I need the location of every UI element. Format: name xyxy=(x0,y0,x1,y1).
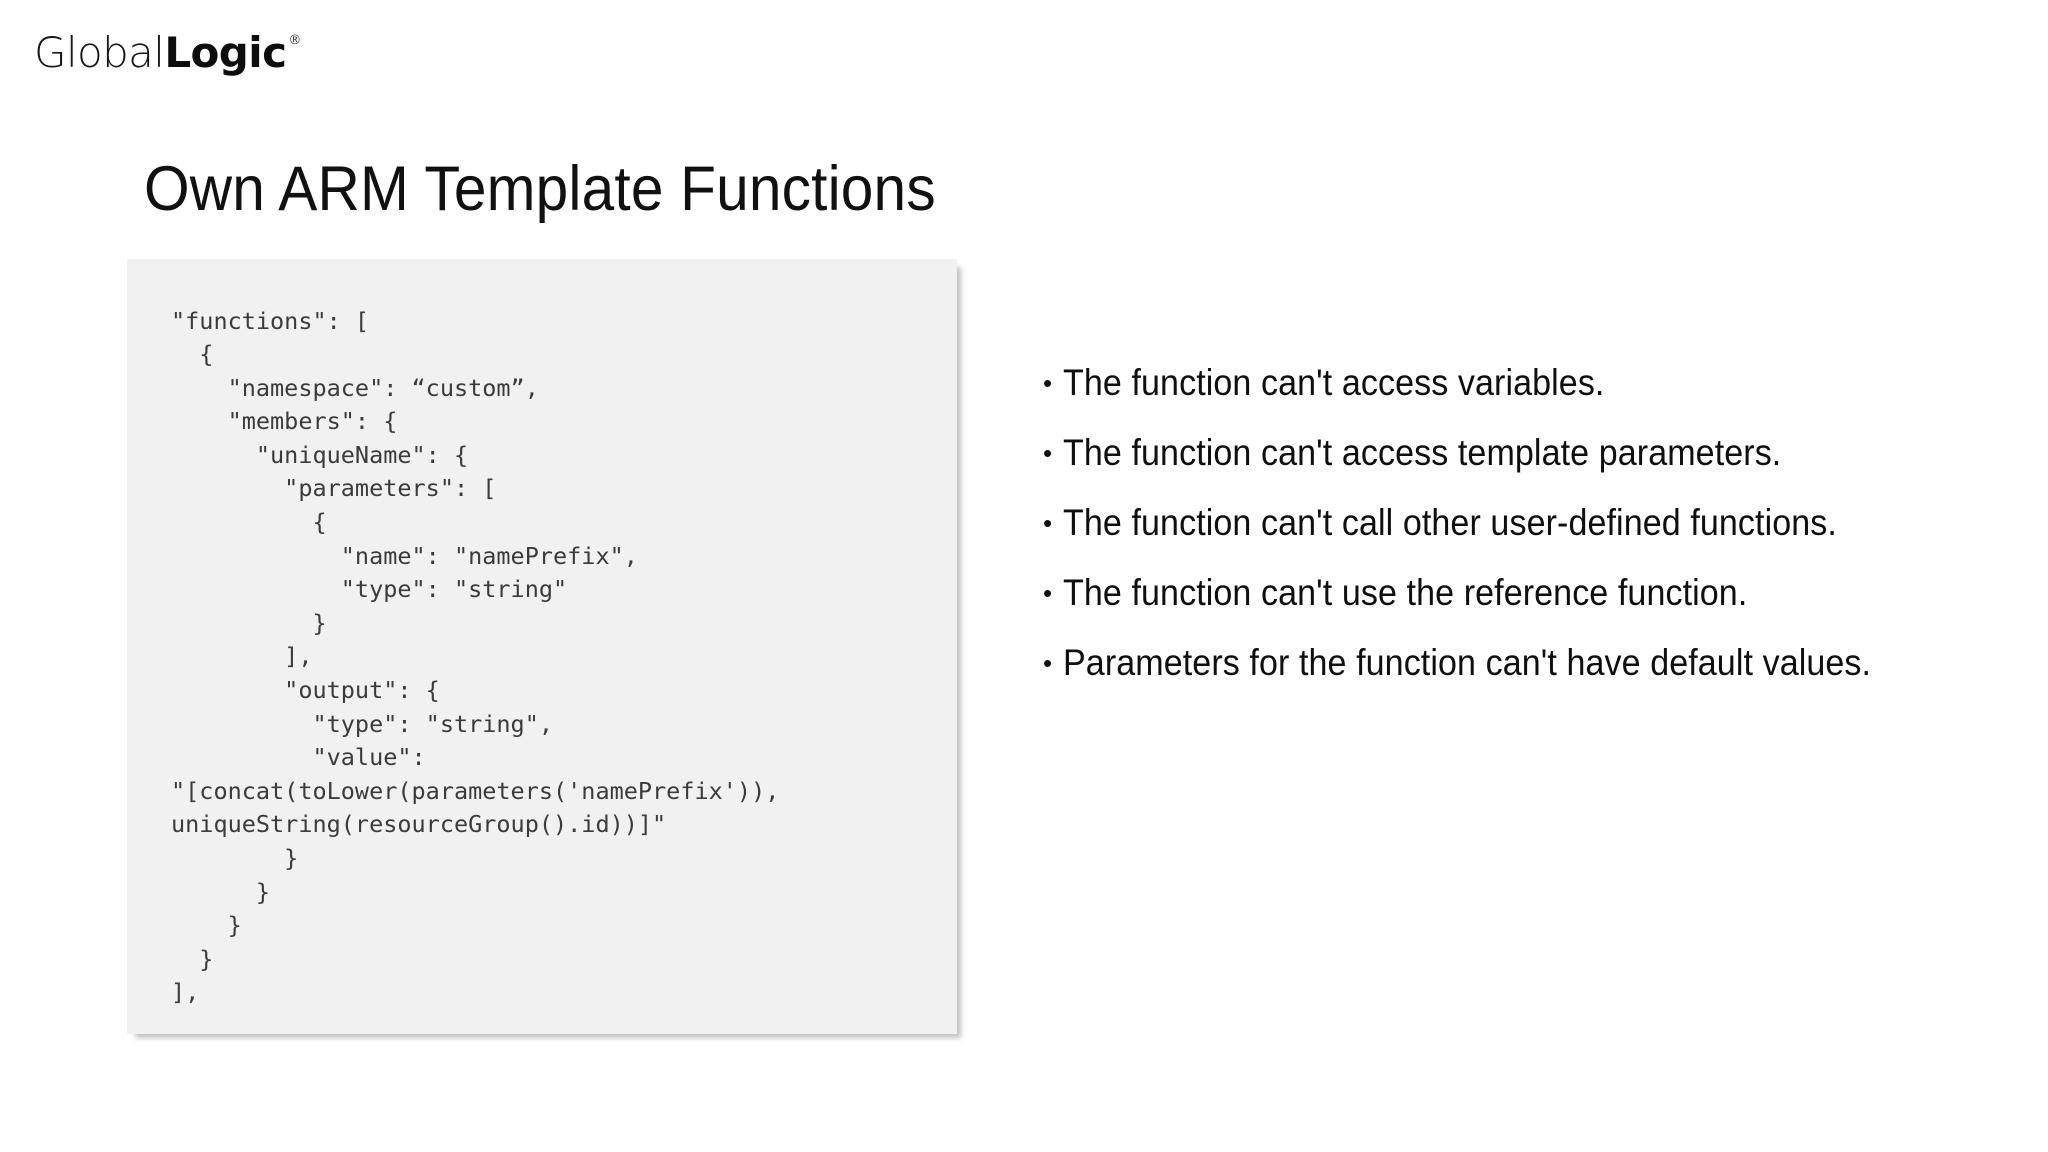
logo-text-logic: Logic xyxy=(164,28,287,77)
code-snippet: "functions": [ { "namespace": “custom”, … xyxy=(171,306,780,1007)
page-title: Own ARM Template Functions xyxy=(144,154,936,224)
list-item-label: The function can't access variables. xyxy=(1063,362,1605,403)
bullet-list: • The function can't access variables. •… xyxy=(1043,348,1943,698)
list-item: • Parameters for the function can't have… xyxy=(1043,628,1943,698)
list-item: • The function can't call other user-def… xyxy=(1043,488,1943,558)
bullet-marker-icon: • xyxy=(1043,648,1053,678)
list-item: • The function can't use the reference f… xyxy=(1043,558,1943,628)
logo-text-global: Global xyxy=(34,28,165,77)
code-block-panel: "functions": [ { "namespace": “custom”, … xyxy=(127,259,957,1034)
list-item-label: Parameters for the function can't have d… xyxy=(1063,642,1872,683)
bullet-marker-icon: • xyxy=(1043,578,1053,608)
list-item: • The function can't access variables. xyxy=(1043,348,1943,418)
bullet-marker-icon: • xyxy=(1043,508,1053,538)
list-item-label: The function can't call other user-defin… xyxy=(1063,502,1837,543)
list-item-label: The function can't access template param… xyxy=(1063,432,1782,473)
list-item: • The function can't access template par… xyxy=(1043,418,1943,488)
bullet-marker-icon: • xyxy=(1043,438,1053,468)
registered-trademark-icon: ® xyxy=(288,33,302,48)
bullet-marker-icon: • xyxy=(1043,368,1053,398)
list-item-label: The function can't use the reference fun… xyxy=(1063,572,1748,613)
